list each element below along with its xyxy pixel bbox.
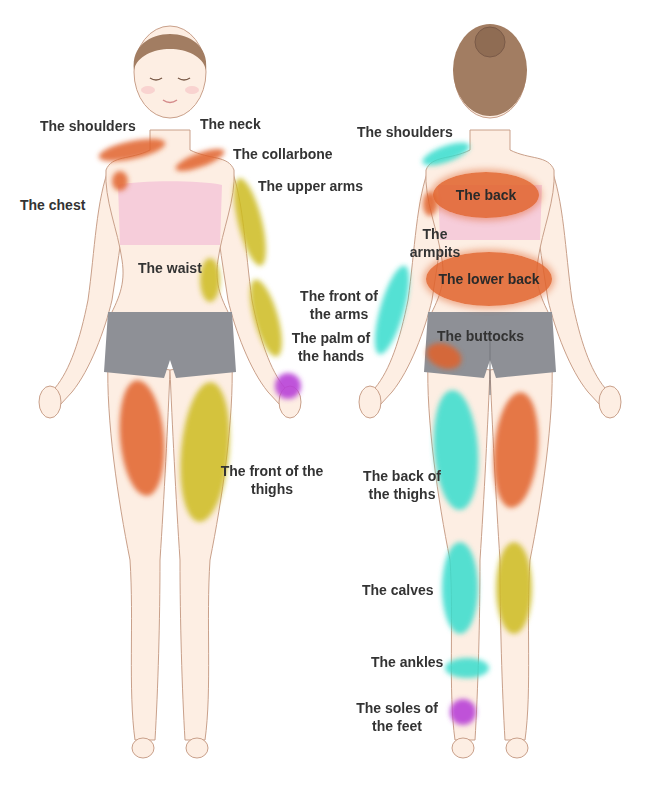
body-part-label: The shoulders xyxy=(40,118,136,136)
body-part-label: The neck xyxy=(200,116,261,134)
body-part-label: The armpits xyxy=(404,226,466,261)
body-area-oval: The back xyxy=(433,172,539,218)
highlight-areas xyxy=(97,134,543,725)
body-part-label: The buttocks xyxy=(437,328,524,346)
body-part-label: The ankles xyxy=(371,654,443,672)
body-part-label: The back of the thighs xyxy=(356,468,448,503)
body-area-oval: The lower back xyxy=(426,252,552,306)
body-part-label: The palm of the hands xyxy=(286,330,376,365)
body-part-label: The waist xyxy=(138,260,202,278)
body-part-label: The chest xyxy=(20,197,85,215)
area-label: The back xyxy=(456,187,517,203)
body-part-label: The front of the arms xyxy=(294,288,384,323)
body-part-label: The upper arms xyxy=(258,178,363,196)
front-figure xyxy=(39,26,301,758)
body-part-label: The calves xyxy=(362,582,434,600)
body-part-label: The front of the thighs xyxy=(216,463,328,498)
area-label: The lower back xyxy=(438,271,539,287)
body-part-label: The collarbone xyxy=(233,146,333,164)
body-part-label: The shoulders xyxy=(357,124,453,142)
body-part-label: The soles of the feet xyxy=(356,700,438,735)
